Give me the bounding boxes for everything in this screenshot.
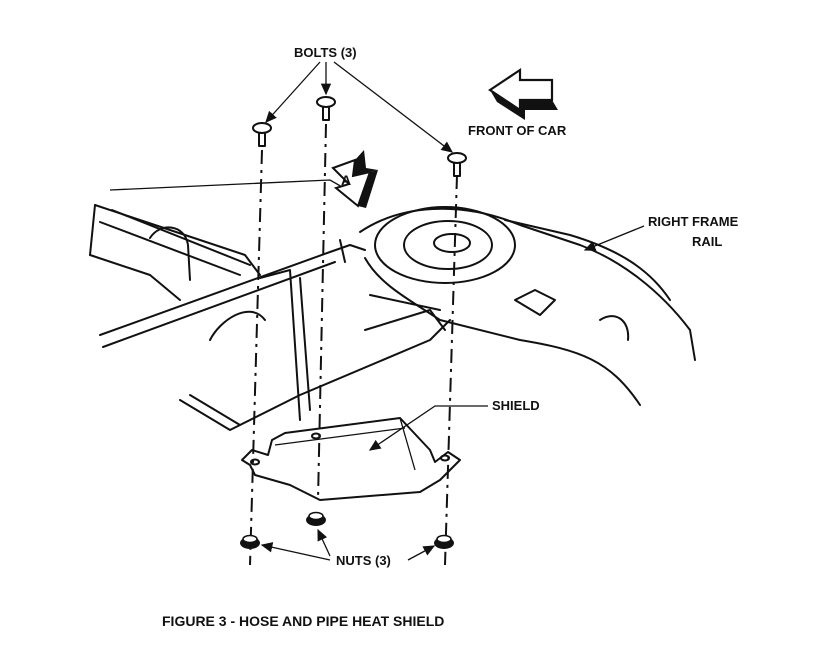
shield-label: SHIELD xyxy=(492,398,540,413)
nuts-label: NUTS (3) xyxy=(336,553,391,568)
upper-rail xyxy=(99,239,366,348)
bolts-leader-lines xyxy=(265,61,454,153)
nut-right xyxy=(434,534,454,549)
right-frame-rail-label-line2: RAIL xyxy=(692,234,722,249)
bolt-left xyxy=(252,122,272,147)
heat-shield xyxy=(241,417,461,501)
front-of-car-arrow-icon xyxy=(488,67,558,120)
bolt-middle xyxy=(316,96,336,121)
view-a-label: A xyxy=(341,172,351,188)
shield-leader-line xyxy=(368,405,488,451)
right-frame-rail xyxy=(359,206,696,406)
nut-left xyxy=(240,534,260,549)
bolt-centerlines xyxy=(249,123,458,566)
view-a-arrow-icon xyxy=(331,150,378,208)
bolts-label: BOLTS (3) xyxy=(294,45,357,60)
left-crossmember xyxy=(89,179,366,301)
figure-caption: FIGURE 3 - HOSE AND PIPE HEAT SHIELD xyxy=(162,613,444,629)
frame-rail-leader-line xyxy=(583,225,645,251)
bolt-right xyxy=(447,152,467,177)
nut-middle xyxy=(306,511,326,526)
nuts-leader-lines xyxy=(260,528,436,561)
underbody-panel xyxy=(179,269,451,431)
front-of-car-label: FRONT OF CAR xyxy=(468,123,567,138)
right-frame-rail-label-line1: RIGHT FRAME xyxy=(648,214,739,229)
